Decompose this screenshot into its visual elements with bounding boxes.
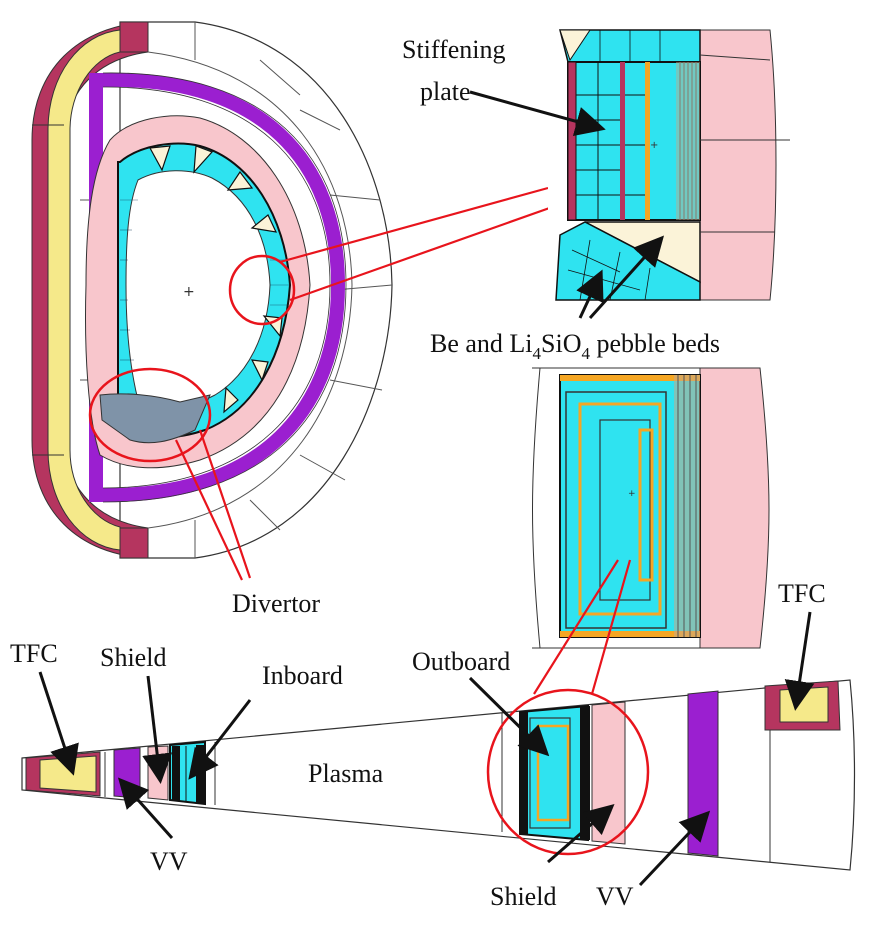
labels: Stiffening plate Be and Li4SiO4 pebble b… [10, 35, 826, 911]
shield-bottom-arrow [547, 804, 615, 864]
tfc-right-arrow [784, 611, 815, 711]
label-tfc-right: TFC [778, 579, 826, 608]
stiffening-arrow [469, 90, 606, 137]
outboard-zoom-inset: + [532, 367, 770, 649]
divertor-pointers [175, 429, 252, 581]
stiffening-plate-inset: + [548, 29, 790, 301]
label-inboard: Inboard [262, 661, 343, 690]
inboard-arrow [188, 699, 252, 780]
label-outboard: Outboard [412, 647, 510, 676]
vv-left-arrow [118, 777, 174, 839]
inset1-blanket-module [567, 61, 701, 221]
label-stiffening-line1: Stiffening [402, 35, 506, 64]
label-shield-bottom: Shield [490, 882, 556, 911]
divertor-poloidal [99, 393, 211, 444]
label-divertor: Divertor [232, 589, 320, 618]
inset1-manifold [679, 62, 697, 220]
outboard-zoom-circle [486, 688, 650, 856]
inset1-shield-pink [699, 29, 777, 301]
tfc-bottom-block [119, 527, 149, 559]
tfc-top-block [119, 21, 149, 53]
shield-right-pink [591, 701, 626, 845]
arrows [38, 90, 815, 887]
label-tfc-left: TFC [10, 639, 58, 668]
tfc-left-arrow [38, 671, 79, 776]
pebble-arrow-1 [588, 235, 665, 320]
label-vv-left: VV [150, 847, 188, 876]
vv-poloidal [89, 72, 346, 502]
pebble-arrow-2 [576, 269, 604, 319]
svg-text:+: + [183, 284, 195, 300]
label-plasma: Plasma [308, 759, 384, 788]
plasma-poloidal [125, 170, 271, 407]
tfc-right-yellow [779, 686, 829, 723]
shield-top-arrow [142, 675, 173, 784]
blanket-segment-dividers [149, 145, 283, 414]
vv-left [113, 747, 141, 799]
label-shield-top: Shield [100, 643, 166, 672]
wedge-outline [21, 679, 856, 871]
divertor-zoom-circle [88, 367, 212, 463]
label-pebble-beds: Be and Li4SiO4 pebble beds [430, 329, 720, 363]
label-vv-right: VV [596, 882, 634, 911]
vv-right-arrow [638, 810, 711, 887]
blanket-zoom-circle [228, 254, 296, 326]
outboard-arrow [468, 676, 550, 757]
svg-text:+: + [650, 140, 658, 151]
svg-text:+: + [628, 489, 636, 499]
poloidal-cross-section: + [31, 21, 559, 559]
inset1-top-blanket [559, 29, 701, 63]
label-stiffening-line2: plate [420, 77, 471, 106]
